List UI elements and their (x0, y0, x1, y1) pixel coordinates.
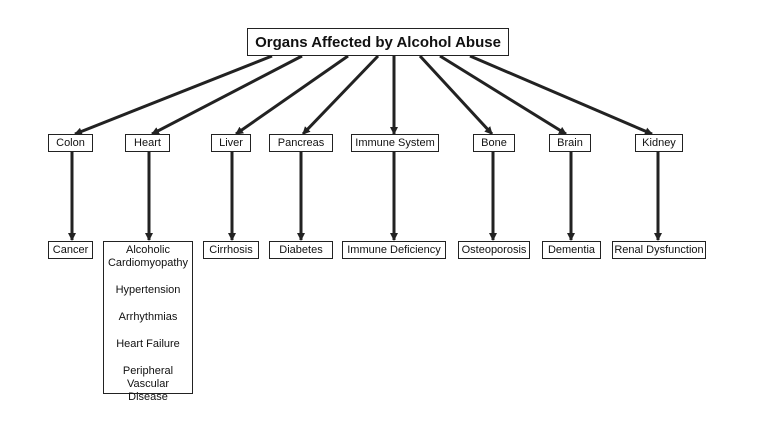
arrow-title-to-pancreas (301, 54, 380, 136)
effect-pancreas: Diabetes (269, 241, 333, 259)
arrow-title-to-brain (439, 54, 567, 136)
effect-heart-item: Peripheral Vascular Disease (122, 365, 174, 403)
effect-colon: Cancer (48, 241, 93, 259)
arrow-title-to-bone (418, 54, 494, 136)
effect-brain: Dementia (542, 241, 601, 259)
arrow-title-to-colon (74, 54, 273, 136)
organ-kidney: Kidney (635, 134, 683, 152)
organ-heart: Heart (125, 134, 170, 152)
effect-heart-list: Alcoholic Cardiomyopathy Hypertension Ar… (103, 241, 193, 403)
effect-heart-item: Alcoholic Cardiomyopathy (107, 244, 189, 269)
effect-heart-item: Heart Failure (116, 338, 180, 350)
organ-bone: Bone (473, 134, 515, 152)
organ-brain: Brain (549, 134, 591, 152)
arrow-title-to-heart (151, 54, 303, 136)
effect-kidney: Renal Dysfunction (612, 241, 706, 259)
organ-colon: Colon (48, 134, 93, 152)
effect-liver: Cirrhosis (203, 241, 259, 259)
effect-immune-system: Immune Deficiency (342, 241, 446, 259)
effect-heart-item: Hypertension (115, 284, 181, 296)
organ-immune-system: Immune System (351, 134, 439, 152)
arrow-title-to-kidney (469, 54, 653, 136)
diagram-title: Organs Affected by Alcohol Abuse (247, 28, 509, 56)
effect-bone: Osteoporosis (458, 241, 530, 259)
organ-liver: Liver (211, 134, 251, 152)
organ-pancreas: Pancreas (269, 134, 333, 152)
arrow-title-to-liver (235, 54, 349, 136)
effect-heart-item: Arrhythmias (118, 311, 178, 323)
